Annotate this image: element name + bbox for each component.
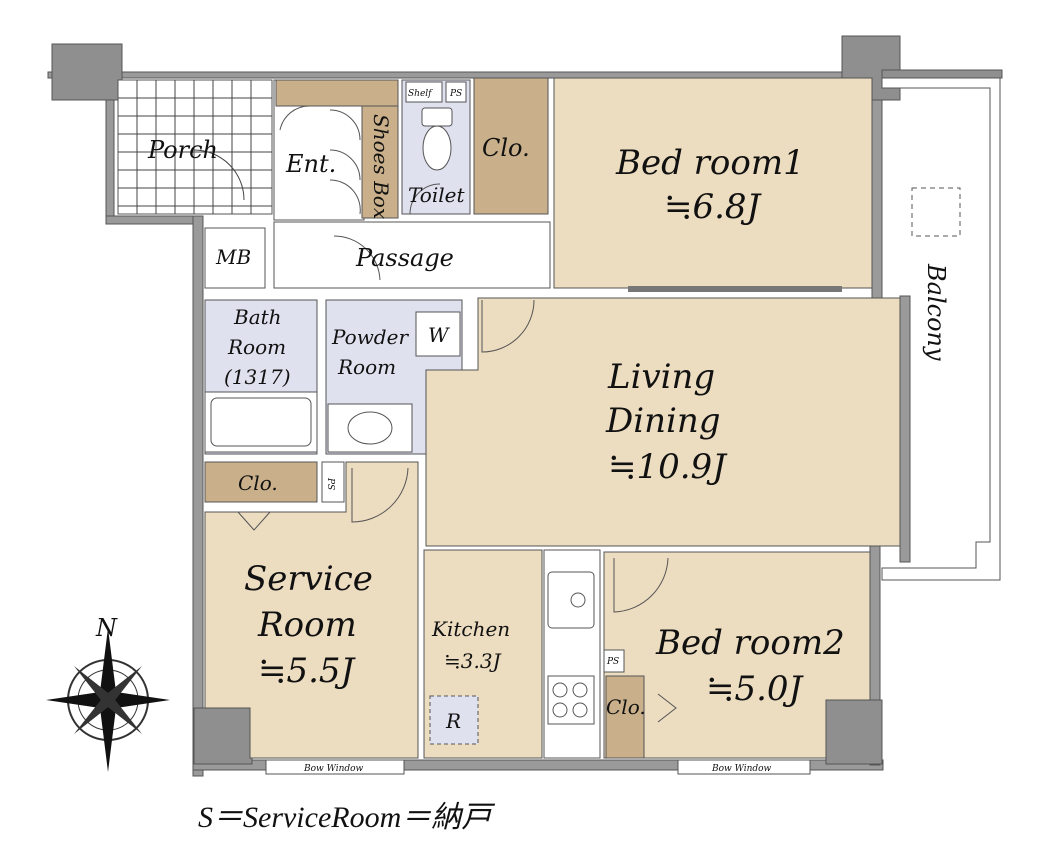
kitchen-name: Kitchen <box>431 617 510 641</box>
balcony-label: Balcony <box>922 263 950 361</box>
bedroom2-area: ≒5.0J <box>706 669 805 709</box>
bow-window-left-label: Bow Window <box>303 764 364 774</box>
bow-window-right-label: Bow Window <box>711 764 772 774</box>
service-room-area: ≒5.5J <box>258 651 357 691</box>
shelf-label: Shelf <box>408 89 433 99</box>
closet-top-label: Clo. <box>482 134 530 162</box>
bedroom1-area: ≒6.8J <box>664 187 763 227</box>
bath-label-line2: Room <box>227 335 286 359</box>
compass-north-label: N <box>95 614 118 642</box>
living-label-line1: Living <box>607 357 715 397</box>
passage-area <box>273 221 551 289</box>
bedroom2-floor <box>603 551 871 759</box>
closet-mid-label: Clo. <box>238 471 278 495</box>
toilet-room <box>401 79 471 215</box>
bath-label-line1: Bath <box>233 305 282 329</box>
service-room-floor <box>204 461 419 759</box>
bath-room <box>204 299 318 455</box>
meter-box <box>204 227 266 289</box>
pipe-space-mid <box>321 461 345 503</box>
powder-label-line1: Powder <box>331 325 409 349</box>
service-room-line1: Service <box>244 559 373 599</box>
bath-label-line3: (1317) <box>224 365 291 389</box>
compass-rose <box>46 628 170 772</box>
structural-columns <box>51 35 1003 765</box>
washer-label: W <box>428 323 450 347</box>
porch-label: Porch <box>147 136 218 164</box>
bedroom1-floor <box>553 77 873 289</box>
kitchen-floor <box>423 549 601 759</box>
toilet-label: Toilet <box>408 183 465 207</box>
closet-top <box>473 77 549 215</box>
bedroom1-name: Bed room1 <box>615 143 805 183</box>
bedroom2-name: Bed room2 <box>655 623 845 663</box>
bedroom1-sliding-door <box>628 286 842 292</box>
shoes-box-label: Shoes Box <box>369 114 393 219</box>
ps-mid-label: PS <box>325 477 335 490</box>
service-room-line2: Room <box>257 605 357 645</box>
closet-bed2-label: Clo. <box>606 695 646 719</box>
legend-text: S＝ServiceRoom＝納戸 <box>198 801 492 834</box>
passage-label: Passage <box>355 244 454 272</box>
living-dining-floor <box>425 297 901 547</box>
entrance-area <box>273 79 399 221</box>
living-label-line2: Dining <box>605 401 721 441</box>
entrance-label: Ent. <box>285 150 336 178</box>
powder-label-line2: Room <box>337 355 396 379</box>
living-area: ≒10.9J <box>608 447 728 487</box>
bow-window-right <box>677 759 811 775</box>
mb-label: MB <box>215 245 251 269</box>
ps-top-label: PS <box>449 89 462 99</box>
fridge-label: R <box>445 709 461 733</box>
outer-walls <box>47 71 911 777</box>
kitchen-area: ≒3.3J <box>444 649 502 673</box>
balcony <box>881 77 1001 581</box>
porch-tiles <box>117 79 273 215</box>
closet-mid <box>204 461 318 503</box>
bow-window-left <box>265 759 405 775</box>
ps-right-label: PS <box>606 657 619 667</box>
